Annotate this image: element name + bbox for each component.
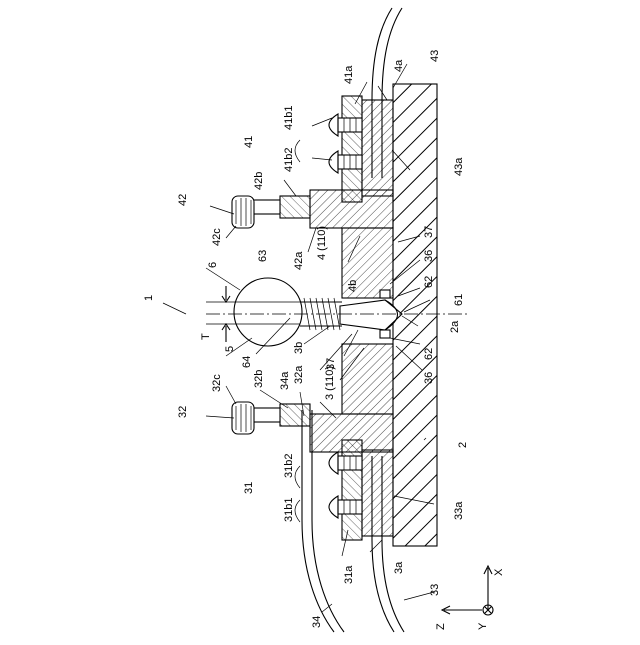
reference-labels: 1 2 2a 3 (110) 3a 3b 4 (110) 4a 4b 5 6 T… [143, 50, 505, 630]
label-31a: 31a [343, 565, 355, 584]
connector-42 [232, 196, 310, 228]
label-42b: 42b [253, 172, 265, 190]
label-34: 34 [311, 616, 323, 628]
ball-63 [234, 278, 302, 346]
label-31b2: 31b2 [283, 454, 295, 478]
label-3a: 3a [393, 561, 405, 574]
connector-32 [232, 402, 310, 434]
label-4a: 4a [393, 59, 405, 72]
label-64: 64 [241, 356, 253, 368]
label-2: 2 [457, 442, 469, 448]
plate-33a [362, 450, 393, 536]
label-41b1: 41b1 [283, 106, 295, 130]
label-6: 6 [207, 262, 219, 268]
label-36-top: 36 [423, 250, 435, 262]
label-42a: 42a [293, 251, 305, 270]
label-4b: 4b [347, 280, 359, 292]
holder-31a [342, 440, 362, 540]
label-61: 61 [453, 294, 465, 306]
label-37-bottom: 37 [325, 358, 337, 370]
label-1: 1 [143, 295, 155, 301]
label-41b2: 41b2 [283, 148, 295, 172]
axis-label-x: X [493, 568, 505, 576]
label-34a: 34a [279, 371, 291, 390]
label-32b: 32b [253, 370, 265, 388]
axis-label-z: Z [435, 623, 447, 630]
label-42c: 42c [211, 228, 223, 246]
holder-41a [342, 96, 362, 202]
label-62-top: 62 [423, 276, 435, 288]
label-62-bottom: 62 [423, 348, 435, 360]
label-3b: 3b [293, 342, 305, 354]
label-63: 63 [257, 250, 269, 262]
label-4-110: 4 (110) [316, 226, 328, 260]
label-32c: 32c [211, 374, 223, 392]
label-43a: 43a [453, 157, 465, 176]
label-3-110: 3 (110) [324, 366, 336, 400]
label-41a: 41a [343, 65, 355, 84]
label-5: 5 [224, 346, 236, 352]
label-41: 41 [243, 136, 255, 148]
plate-43a [362, 100, 393, 196]
label-42: 42 [177, 194, 189, 206]
label-2a: 2a [449, 320, 461, 333]
label-32: 32 [177, 406, 189, 418]
label-36-bottom: 36 [423, 372, 435, 384]
coordinate-axes [442, 566, 493, 615]
label-T: T [200, 333, 212, 340]
label-33a: 33a [453, 501, 465, 520]
label-31: 31 [243, 482, 255, 494]
block-42a [310, 190, 393, 228]
label-32a: 32a [293, 365, 305, 384]
label-31b1: 31b1 [283, 498, 295, 522]
label-33: 33 [429, 584, 441, 596]
label-43: 43 [429, 50, 441, 62]
label-37-top: 37 [423, 226, 435, 238]
block-3 [342, 344, 393, 414]
axis-label-y: Y [477, 622, 489, 630]
